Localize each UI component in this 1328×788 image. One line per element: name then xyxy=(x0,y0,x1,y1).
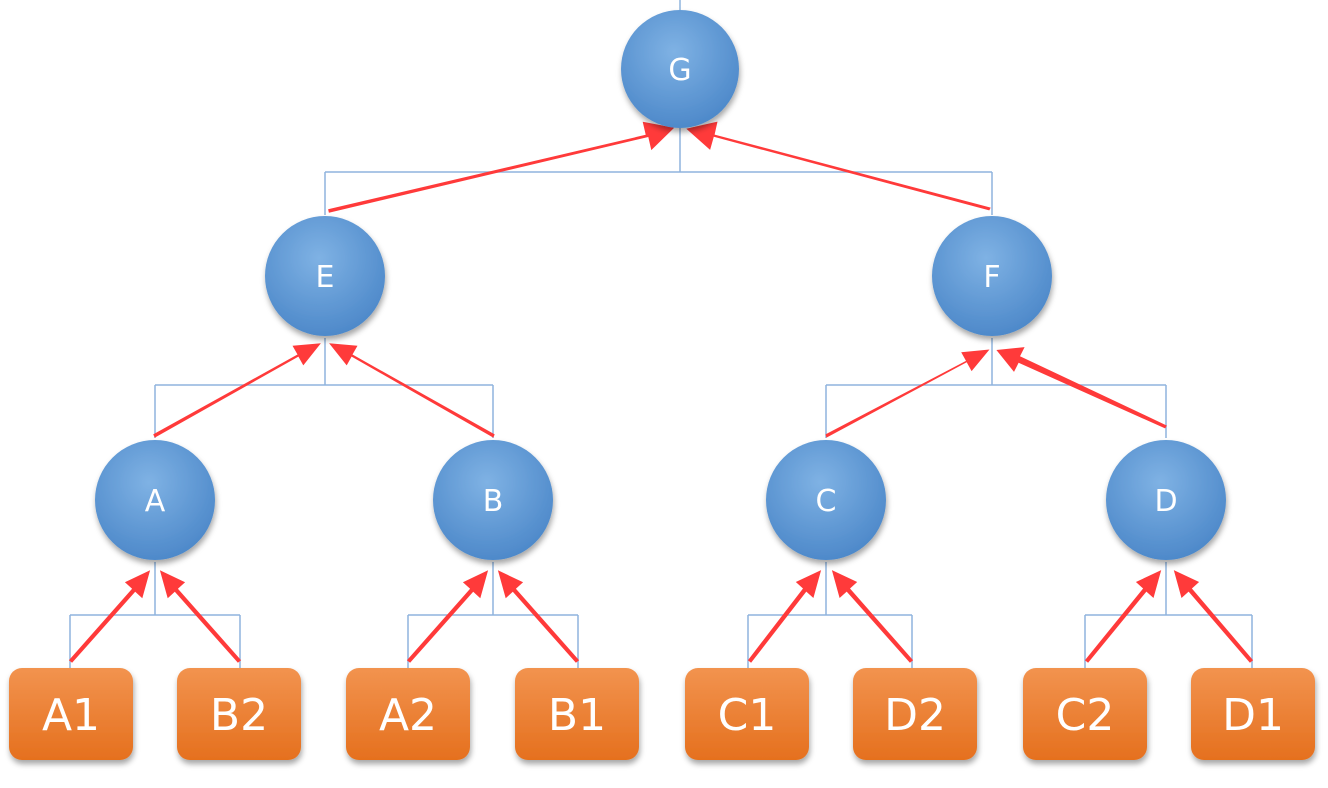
connector-lines xyxy=(69,0,1253,668)
arrow-c2-to-d xyxy=(1084,570,1162,663)
node-e-label: E xyxy=(316,260,335,295)
arrow-c-to-f xyxy=(825,349,990,438)
node-b: B xyxy=(433,440,553,560)
leaf-d2-label: D2 xyxy=(884,690,946,741)
leaf-d2: D2 xyxy=(853,668,977,760)
leaf-d1: D1 xyxy=(1191,668,1315,760)
arrow-c1-to-c xyxy=(747,570,822,663)
node-g: G xyxy=(621,10,739,128)
leaf-a1-label: A1 xyxy=(42,690,100,741)
leaf-a2: A2 xyxy=(346,668,470,760)
arrow-f-to-g xyxy=(686,121,991,211)
arrow-d2-to-c xyxy=(831,570,914,663)
arrow-b2-to-a xyxy=(159,570,242,663)
arrow-d-to-f xyxy=(996,347,1167,429)
leaf-d1-label: D1 xyxy=(1222,690,1284,741)
arrow-a1-to-a xyxy=(68,570,151,663)
leaf-c1: C1 xyxy=(685,668,809,760)
leaf-c2-label: C2 xyxy=(1056,690,1115,741)
arrow-a2-to-b xyxy=(406,570,489,663)
arrows xyxy=(68,121,1254,663)
leaf-b2-label: B2 xyxy=(210,690,268,741)
node-d: D xyxy=(1106,440,1226,560)
node-g-label: G xyxy=(668,53,691,88)
leaf-c1-label: C1 xyxy=(718,690,777,741)
arrow-a-to-e xyxy=(153,343,321,438)
leaf-a1: A1 xyxy=(9,668,133,760)
node-e: E xyxy=(265,216,385,336)
node-a-label: A xyxy=(145,484,166,519)
node-c: C xyxy=(766,440,886,560)
leaf-c2: C2 xyxy=(1023,668,1147,760)
leaf-b1: B1 xyxy=(515,668,639,760)
node-f: F xyxy=(932,216,1052,336)
arrow-d1-to-d xyxy=(1173,570,1254,663)
node-b-label: B xyxy=(483,484,504,519)
node-f-label: F xyxy=(983,260,1000,295)
node-c-label: C xyxy=(816,484,837,519)
leaf-a2-label: A2 xyxy=(379,690,437,741)
arrow-b-to-e xyxy=(329,343,495,438)
node-a: A xyxy=(95,440,215,560)
node-d-label: D xyxy=(1154,484,1177,519)
leaf-b1-label: B1 xyxy=(548,690,606,741)
arrow-e-to-g xyxy=(328,121,675,213)
leaf-b2: B2 xyxy=(177,668,301,760)
arrow-b1-to-b xyxy=(497,570,580,663)
